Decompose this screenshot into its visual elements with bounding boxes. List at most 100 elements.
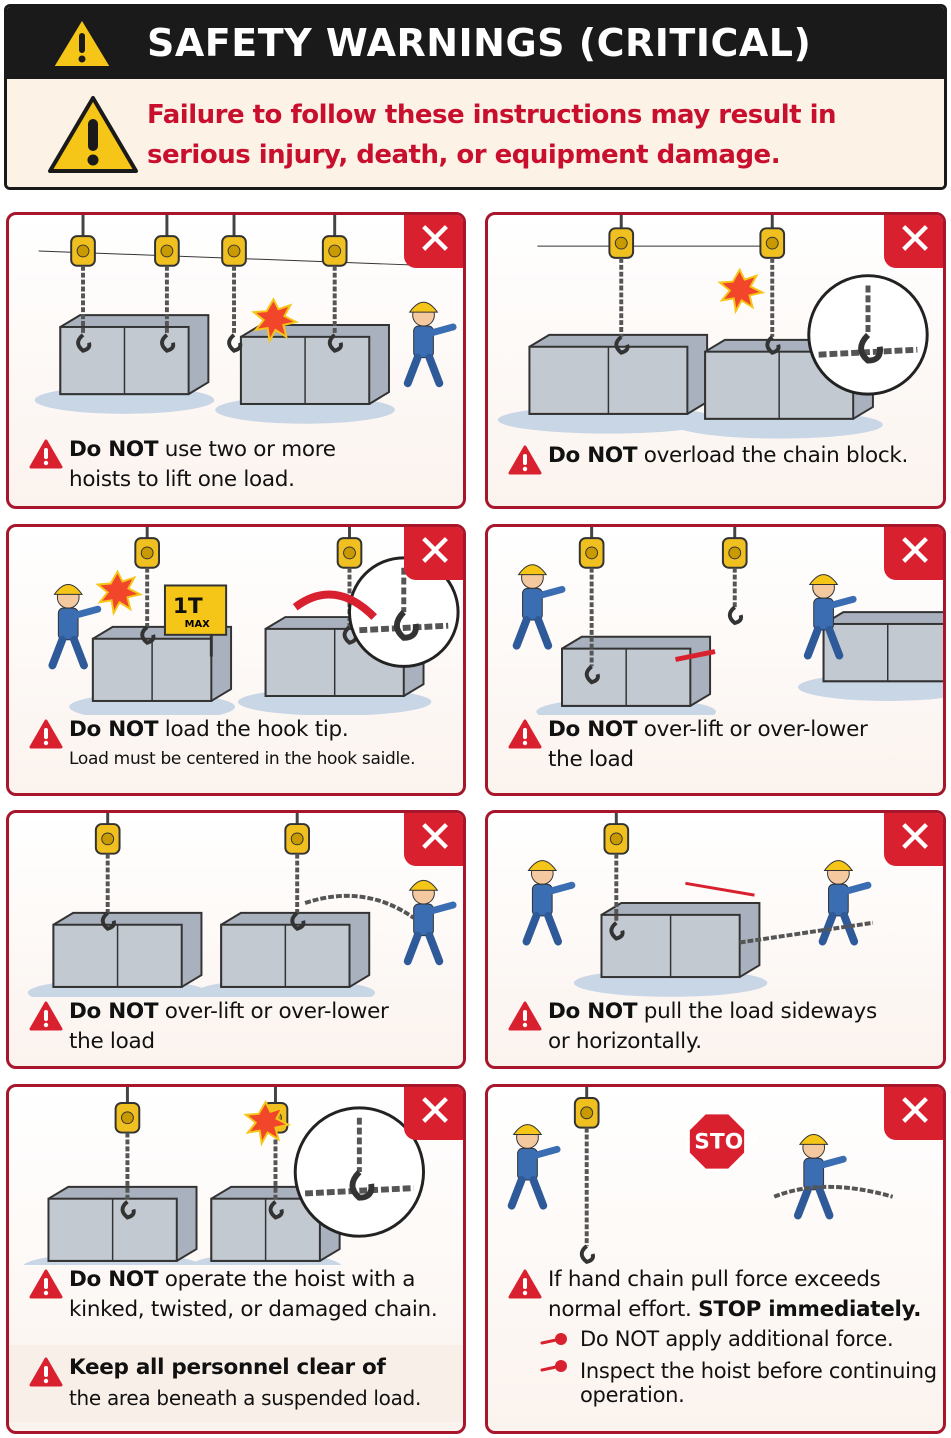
direction-arrow	[675, 649, 716, 662]
illustration: STOP	[507, 1087, 894, 1265]
chain-hoist	[578, 527, 605, 685]
bullet-item: Do NOT apply additional force.	[540, 1325, 943, 1353]
prohibited-x-icon: ✕	[404, 1087, 463, 1140]
chain-hoist	[603, 813, 630, 941]
load-block	[27, 911, 208, 997]
prohibited-x-icon: ✕	[404, 813, 463, 866]
bullet-pin-icon	[540, 1360, 567, 1372]
load-block	[34, 314, 215, 414]
warning-text: Failure to follow these instructions may…	[147, 99, 837, 170]
magnifier-inset	[807, 274, 929, 396]
sign-max-text: MAX	[185, 619, 210, 630]
caption: Do NOT load the hook tip.Load must be ce…	[29, 715, 453, 773]
chain-hoist	[759, 215, 786, 355]
prohibited-x-icon: ✕	[884, 215, 943, 268]
sign-capacity-text: 1T	[173, 594, 203, 619]
warning-icon	[508, 1269, 542, 1299]
impact-burst	[243, 1099, 292, 1147]
bullet-pin-icon	[540, 1333, 567, 1345]
warning-triangle-icon	[52, 18, 112, 68]
load-block	[536, 635, 716, 715]
worker-figure	[522, 860, 576, 946]
worker-figure	[403, 879, 457, 966]
load-block	[797, 611, 943, 701]
rotation-arrow	[292, 590, 377, 620]
chain-strand	[773, 1184, 894, 1199]
illustration	[27, 813, 457, 997]
worker-figure	[507, 1124, 561, 1210]
chain-strand	[304, 893, 415, 920]
warning-icon	[508, 445, 542, 475]
warning-icon	[508, 1001, 542, 1031]
load-block	[215, 324, 395, 424]
prohibited-x-icon: ✕	[884, 813, 943, 866]
prohibited-x-icon: ✕	[404, 527, 463, 580]
warning-icon	[29, 719, 63, 749]
warning-icon	[29, 1269, 63, 1299]
magnifier-inset	[293, 1106, 426, 1238]
worker-figure	[403, 301, 457, 388]
chain-strand	[739, 920, 874, 945]
prohibited-x-icon: ✕	[884, 527, 943, 580]
worker-figure	[793, 1134, 847, 1220]
chain-hoist	[134, 527, 161, 645]
prohibited-x-icon: ✕	[404, 215, 463, 268]
warning-panel: ✕ Do NOT overload the chain block.	[485, 212, 946, 509]
load-block	[23, 1185, 202, 1265]
bullet-item: Inspect the hoist before continuing oper…	[540, 1359, 943, 1407]
warning-icon	[29, 1357, 63, 1387]
illustration	[497, 215, 929, 439]
load-block	[69, 625, 235, 715]
direction-arrow	[685, 881, 755, 897]
illustration	[522, 813, 874, 997]
warning-icon	[29, 439, 63, 469]
chain-hoist	[221, 215, 247, 353]
stop-sign: STOP	[686, 1111, 759, 1172]
worker-figure	[803, 574, 857, 660]
warning-triangle-icon	[48, 95, 138, 173]
chain-hoist	[321, 215, 348, 353]
magnifier-inset	[348, 556, 460, 668]
load-block	[497, 333, 719, 434]
warning-icon	[508, 719, 542, 749]
chain-hoist	[721, 527, 748, 626]
chain-hoist	[284, 813, 311, 931]
chain-hoist	[573, 1087, 600, 1265]
title-bar: SAFETY WARNINGS (CRITICAL)	[7, 7, 944, 79]
impact-burst	[717, 267, 766, 315]
header-banner: SAFETY WARNINGS (CRITICAL) Failure to fo…	[4, 4, 947, 190]
worker-figure	[512, 564, 566, 650]
impact-burst	[251, 297, 300, 344]
warning-icon	[29, 1001, 63, 1031]
illustration	[23, 1087, 426, 1265]
stop-sign-text: STOP	[694, 1129, 759, 1154]
chain-hoist	[608, 215, 635, 355]
prohibited-x-icon: ✕	[884, 1087, 943, 1140]
warning-subheader: Failure to follow these instructions may…	[7, 79, 944, 187]
caption: Do NOT overload the chain block.	[508, 441, 933, 475]
chain-hoist	[94, 813, 121, 931]
chain-hoist	[70, 215, 96, 353]
worker-figure	[48, 583, 102, 670]
impact-burst	[95, 569, 144, 617]
chain-hoist	[114, 1087, 141, 1220]
illustration	[34, 215, 457, 424]
illustration	[512, 527, 943, 715]
load-block	[195, 911, 376, 997]
